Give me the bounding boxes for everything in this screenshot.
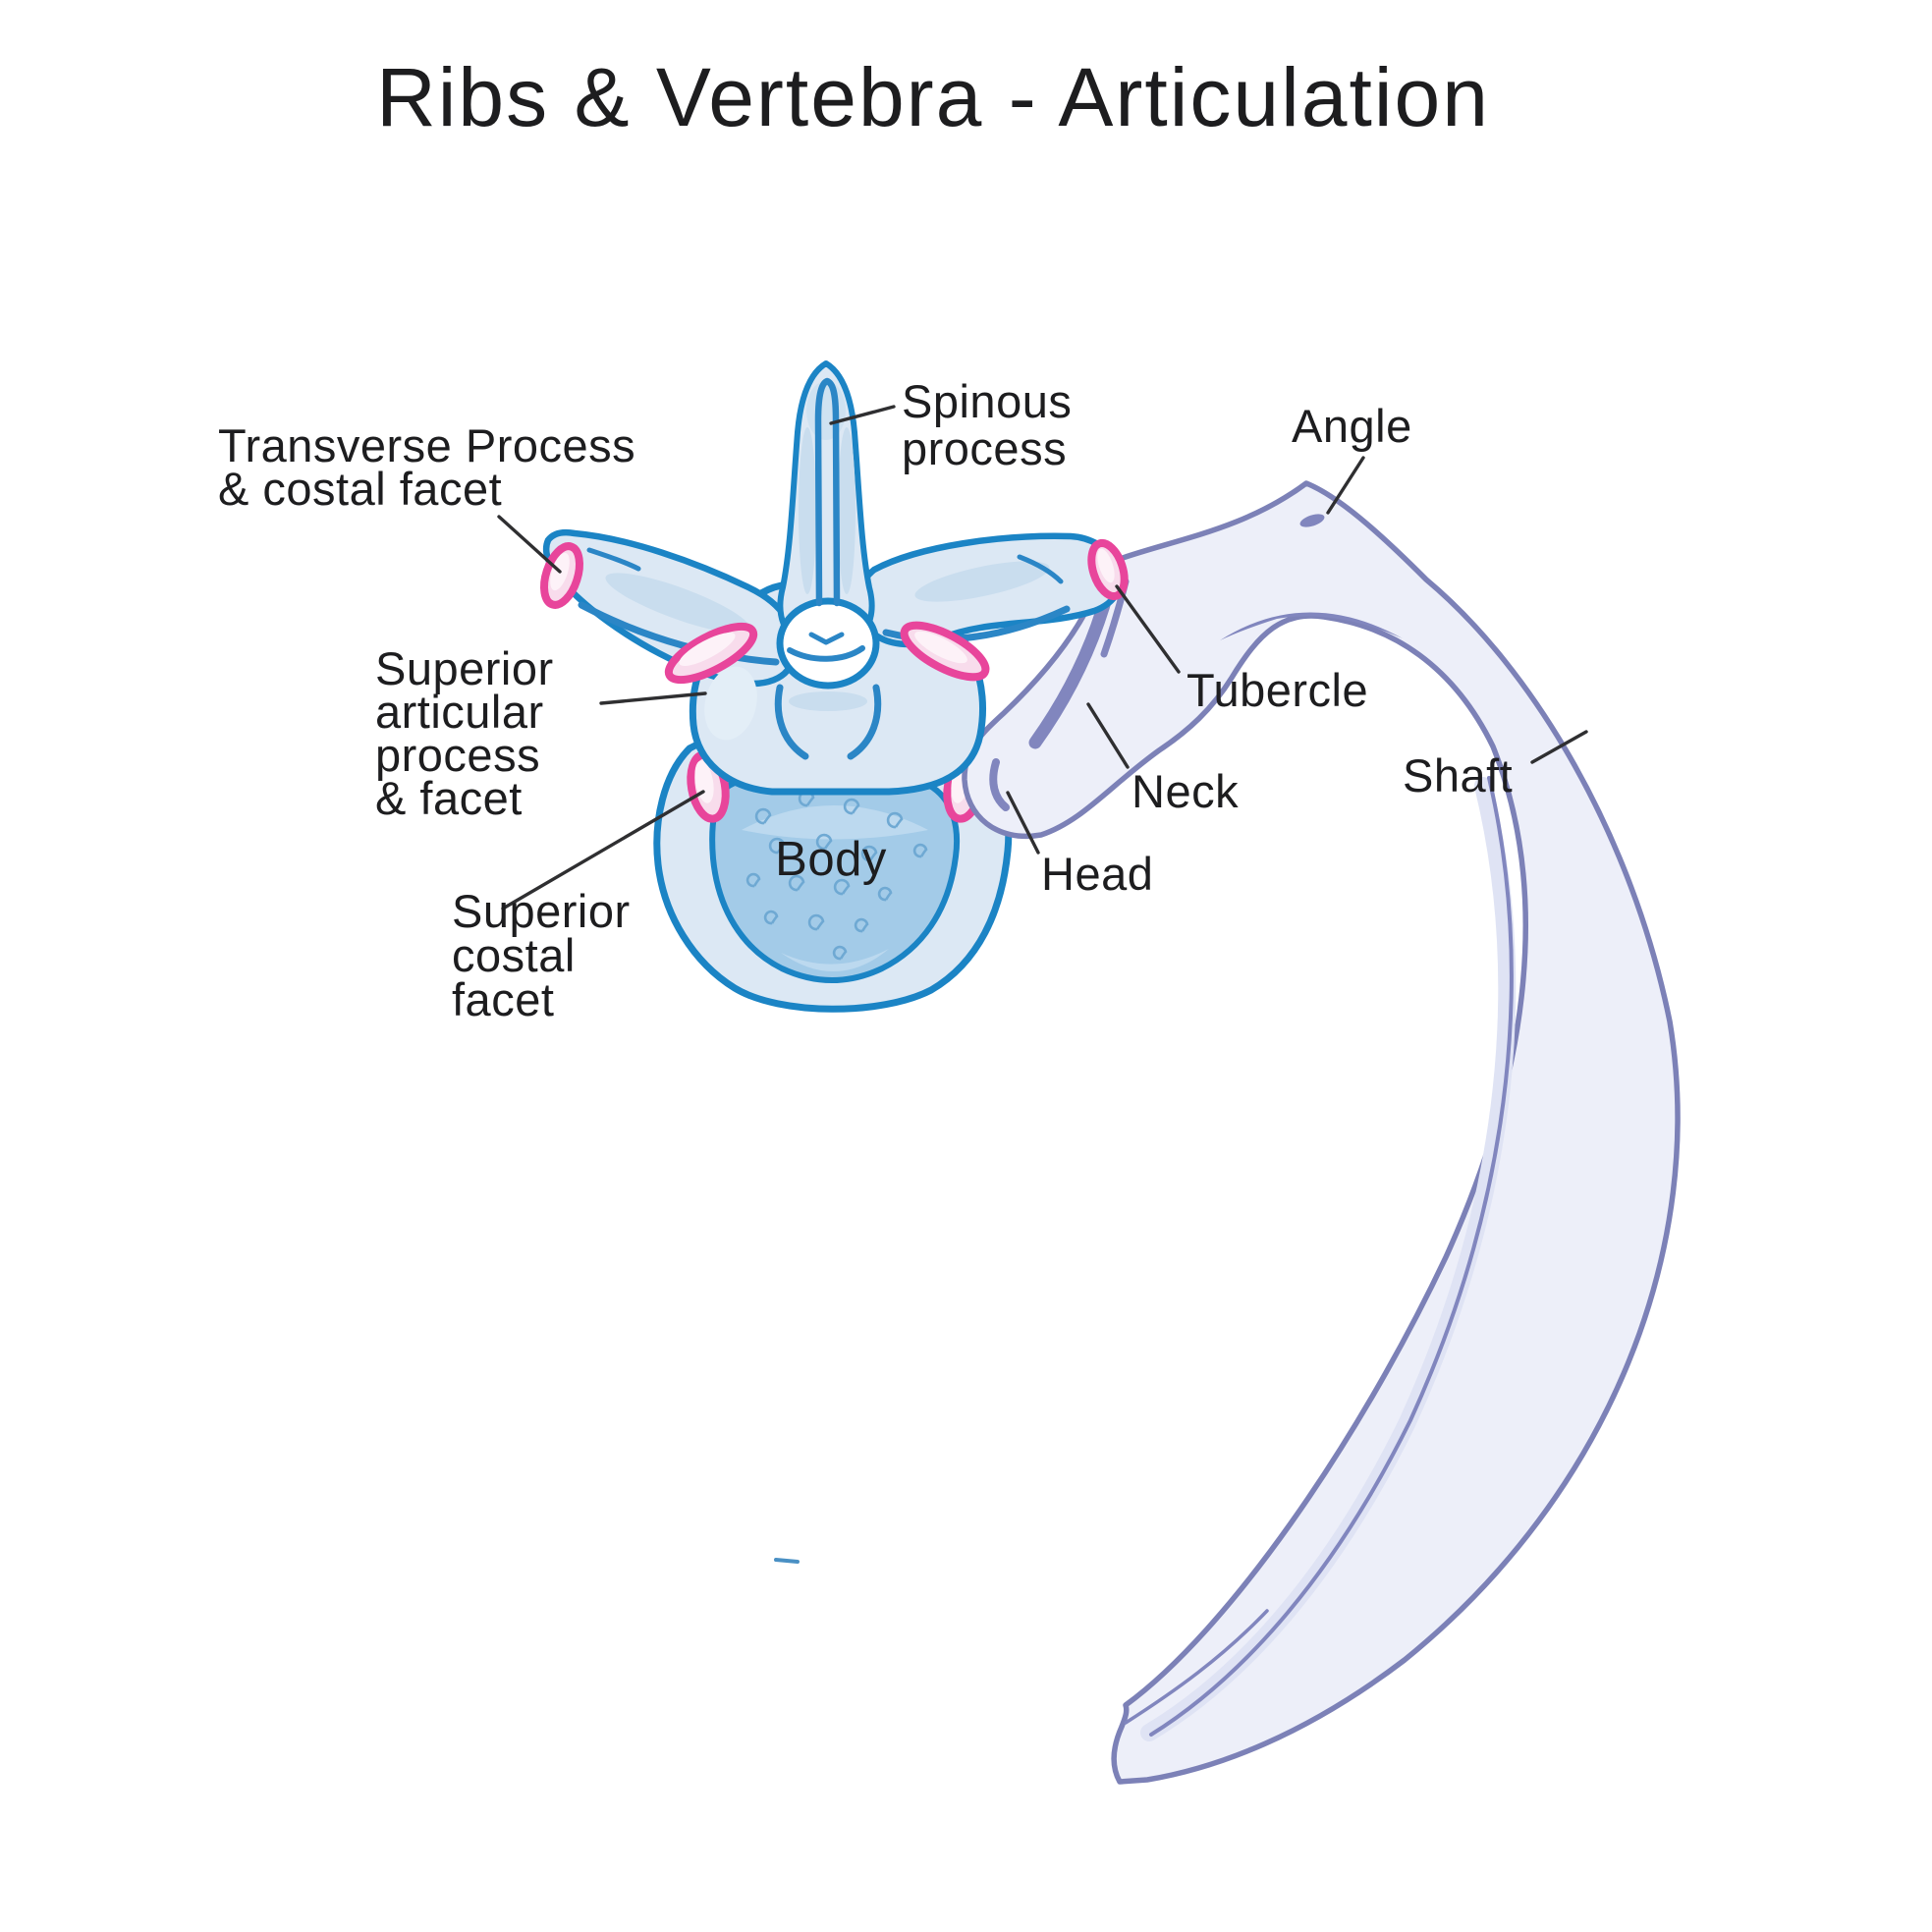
leader-line-head (1006, 791, 1040, 855)
label-superior-articular-process-facet-line1: Superior (375, 642, 554, 694)
vertebra-body-speckles (745, 790, 928, 961)
label-tubercle: Tubercle (1187, 664, 1368, 716)
label-superior-costal-facet-line3: facet (452, 973, 554, 1025)
leader-line-shaft (1530, 730, 1588, 764)
vertebra-body-top-highlight (742, 805, 928, 840)
small-dash-mark (774, 1558, 800, 1564)
vertebra-shading-group (605, 381, 1050, 741)
label-superior-costal-facet-line1: Superior (452, 885, 631, 937)
diagram-title: Ribs & Vertebra - Articulation (376, 51, 1490, 143)
leader-line-angle (1326, 456, 1365, 515)
label-head: Head (1041, 848, 1153, 900)
vertebra-body-bottom-highlight (781, 949, 889, 972)
rib-head-streak (989, 758, 1010, 811)
label-body: Body (775, 833, 887, 886)
superior-articular-facet-left-highlight (679, 633, 736, 666)
vertebra-accent-lines (578, 377, 1071, 760)
label-angle: Angle (1292, 400, 1412, 452)
label-transverse-process-costal-facet-line2: & costal facet (218, 463, 502, 515)
leader-line-spinous-process (829, 405, 896, 425)
label-spinous-process-line1: Spinous (902, 375, 1072, 427)
label-superior-articular-process-facet-line2: articular (375, 686, 544, 738)
transverse-costal-facet-right-highlight (1097, 548, 1115, 583)
articular-facets-group (540, 538, 1129, 685)
leader-lines-layer (497, 405, 1588, 911)
superior-articular-facet-right-highlight (914, 631, 967, 664)
label-shaft: Shaft (1403, 749, 1513, 801)
label-neck: Neck (1132, 765, 1239, 817)
rib-lower-edge-accent (1124, 1609, 1269, 1725)
rib-shape (962, 480, 1681, 1785)
rib-angle-dot (1299, 514, 1325, 527)
label-superior-articular-process-facet-line3: process (375, 729, 540, 781)
vertebra-arch-group (542, 360, 1125, 796)
leader-line-superior-costal-facet (501, 790, 705, 911)
rib-shaft-inner-line (1149, 776, 1514, 1737)
rib-angle-crest-shape (1220, 612, 1403, 640)
label-superior-articular-process-facet-line4: & facet (375, 772, 523, 824)
leader-line-tubercle (1115, 584, 1181, 674)
label-superior-costal-facet-line2: costal (452, 929, 576, 981)
leader-line-transverse-process-costal-facet (497, 515, 562, 574)
label-transverse-process-costal-facet-line1: Transverse Process (218, 419, 635, 471)
label-spinous-process-line2: process (902, 422, 1067, 474)
rib-group (962, 480, 1681, 1785)
leader-line-neck (1086, 702, 1130, 769)
vertebra-body-group (653, 729, 1013, 1013)
leader-line-superior-articular-process-facet (599, 691, 707, 705)
